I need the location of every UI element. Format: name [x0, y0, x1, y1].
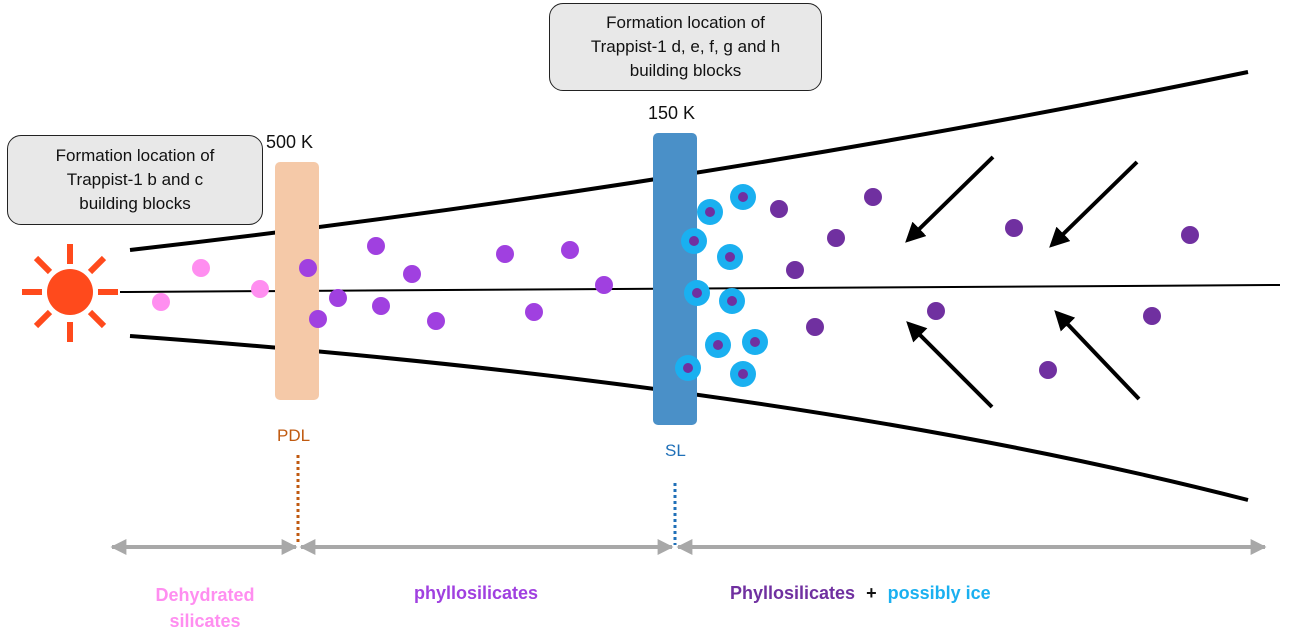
callout-inner-planets: Formation location of Trappist-1 b and c…: [7, 135, 263, 225]
region-phyllosilicates: phyllosilicates: [414, 583, 539, 603]
pdl-band: [275, 162, 319, 400]
region-phyllosilicates-ice: Phyllosilicates + possibly ice: [730, 583, 991, 604]
region-possibly-ice: possibly ice: [887, 583, 991, 603]
sl-temperature: 150 K: [648, 103, 696, 123]
ice-coated-particles: [675, 184, 768, 387]
sun-icon: [22, 244, 118, 342]
outer-phyllosilicate-particles: [770, 188, 1199, 379]
region-dehydrated-silicates: Dehydrated silicates: [155, 585, 255, 631]
pdl-label: PDL: [277, 426, 311, 445]
region-outer-phyllosilicates: Phyllosilicates: [730, 583, 856, 603]
disk-lower-edge: [129, 334, 1249, 502]
region-plus-sign: +: [866, 583, 877, 603]
middle-phyllosilicate-particles: [299, 237, 613, 330]
arrow-icon: [905, 155, 1141, 409]
callout-outer-planets: Formation location of Trappist-1 d, e, f…: [549, 3, 822, 91]
sl-label: SL: [665, 441, 686, 460]
dehydrated-particles: [152, 259, 269, 311]
pdl-temperature: 500 K: [266, 132, 314, 152]
sl-band: [653, 133, 697, 425]
